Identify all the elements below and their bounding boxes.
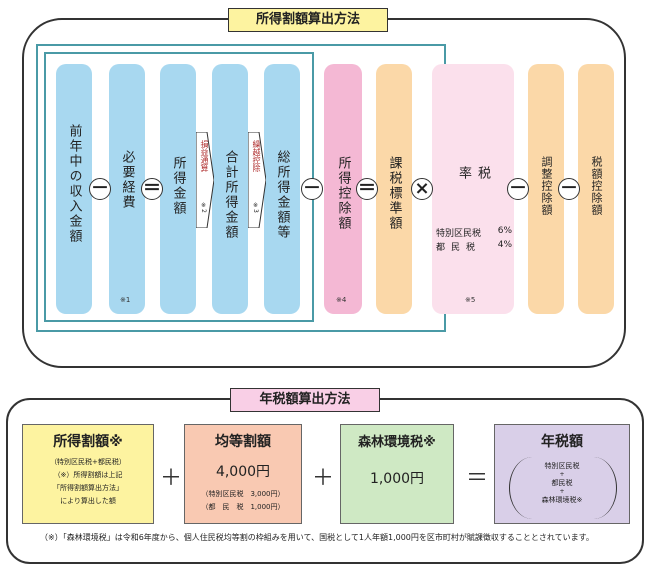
rate-row-2: 都民税 4%: [436, 240, 512, 253]
arrow-carryover-note: ※3: [252, 202, 259, 213]
annual-tax-item-1: 特別区民税: [544, 462, 580, 470]
arrow-loss-offset-note: ※2: [200, 202, 207, 213]
multiply-operator: ×: [411, 178, 433, 200]
annual-tax-title: 年税額算出方法: [230, 388, 380, 412]
income-levy-line-3: 「所得割額算出方法」: [53, 484, 123, 492]
annual-tax-item-4: +: [559, 488, 565, 495]
annual-tax-box-title: 年税額: [541, 434, 583, 450]
col-necessary-expenses: 必要経費: [109, 64, 145, 314]
tax-rate-label: 税率: [456, 166, 490, 193]
income-levy-line-4: により算出した額: [60, 497, 116, 505]
per-capita-amount: 4,000円: [215, 464, 271, 480]
annual-tax-item-5: 森林環境税※: [541, 496, 583, 504]
note-4: ※4: [336, 296, 347, 304]
arrow-carryover: 繰越控除 ※3: [248, 132, 266, 228]
footnote: （※）「森林環境税」は令和6年度から、個人住民税均等割の枠組みを用いて、国税とし…: [40, 533, 594, 542]
rate-row-1: 特別区民税 6%: [436, 226, 512, 239]
plus-operator-1: ＋: [160, 466, 183, 491]
minus-operator-4: －: [558, 178, 580, 200]
arrow-carryover-label: 繰越控除: [252, 140, 261, 172]
forest-tax-title: 森林環境税※: [358, 435, 436, 450]
plus-operator-2: ＋: [312, 466, 335, 491]
annual-tax-box: 年税額 特別区民税 + 都民税 + 森林環境税※: [494, 424, 630, 524]
arrow-loss-offset: 損益通算 ※2: [196, 132, 214, 228]
per-capita-line-2: （都 民 税 1,000円）: [201, 503, 285, 511]
rate-row-2-value: 4%: [497, 240, 512, 250]
note-5: ※5: [465, 296, 476, 304]
income-tax-title: 所得割額算出方法: [228, 8, 388, 32]
per-capita-line-1: （特別区民税 3,000円）: [201, 490, 285, 498]
minus-operator-2: －: [301, 178, 323, 200]
annual-tax-item-2: +: [559, 471, 565, 478]
rate-row-1-name: 特別区民税: [436, 229, 482, 239]
col-prior-income: 前年中の収入金額: [56, 64, 92, 314]
forest-tax-amount: 1,000円: [369, 471, 425, 487]
col-tax-credit: 税額控除額: [578, 64, 614, 314]
per-capita-box: 均等割額 4,000円 （特別区民税 3,000円） （都 民 税 1,000円…: [184, 424, 302, 524]
minus-operator-1: －: [89, 178, 111, 200]
col-total-income: 合計所得金額: [212, 64, 248, 314]
annual-tax-bracket: [509, 457, 617, 519]
per-capita-title: 均等割額: [215, 434, 271, 450]
col-taxable-income: 課税標準額: [376, 64, 412, 314]
equals-operator-2: ＝: [356, 178, 378, 200]
income-levy-line-2: （※）所得割額は上記: [53, 471, 123, 479]
col-adjust-deduction: 調整控除額: [528, 64, 564, 314]
rate-row-2-name: 都民税: [436, 243, 482, 253]
equals-operator-1: ＝: [141, 178, 163, 200]
note-1: ※1: [120, 296, 131, 304]
arrow-loss-offset-label: 損益通算: [200, 140, 209, 172]
income-levy-title: 所得割額※: [53, 434, 123, 450]
arrow-loss-offset-shape: [196, 132, 214, 228]
annual-tax-item-3: 都民税: [551, 479, 573, 487]
col-income-deduction: 所得控除額: [324, 64, 362, 314]
forest-tax-box: 森林環境税※ 1,000円: [340, 424, 454, 524]
col-income-amount: 所得金額: [160, 64, 196, 314]
col-gross-income: 総所得金額等: [264, 64, 300, 314]
col-tax-rate: [432, 64, 514, 314]
equals-operator-3: ＝: [466, 466, 489, 491]
income-levy-line-1: （特別区民税+都民税）: [50, 458, 126, 466]
income-levy-box: 所得割額※ （特別区民税+都民税） （※）所得割額は上記 「所得割額算出方法」 …: [22, 424, 154, 524]
minus-operator-3: －: [507, 178, 529, 200]
arrow-carryover-shape: [248, 132, 266, 228]
rate-row-1-value: 6%: [497, 226, 512, 236]
